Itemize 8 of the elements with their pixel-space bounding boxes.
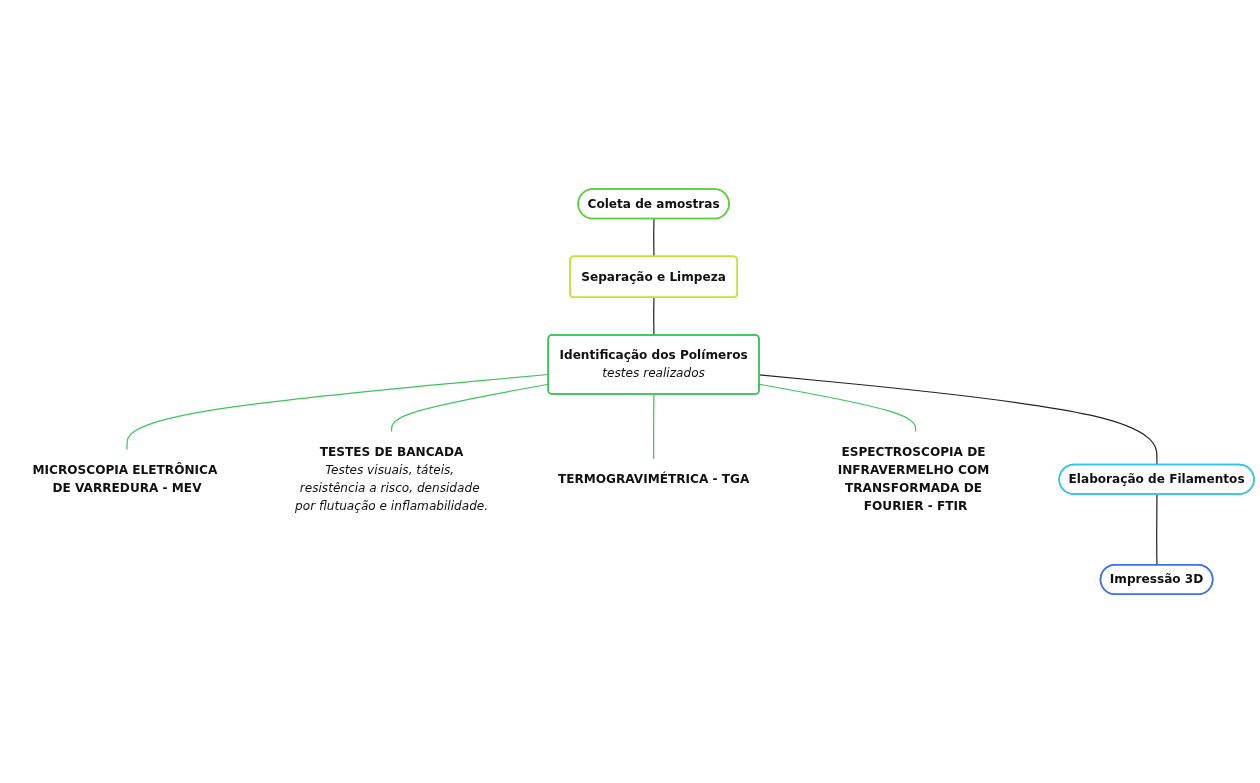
connector bbox=[653, 218, 655, 258]
node-text: MICROSCOPIA ELETRÔNICA DE VARREDURA - MEV bbox=[32, 462, 218, 496]
connector bbox=[653, 393, 655, 460]
connector bbox=[1156, 493, 1158, 566]
connector bbox=[653, 296, 655, 336]
node-text: TESTES DE BANCADA Testes visuais, táteis, resistência a risco, densidade por flutuação e inflamabilidade. bbox=[295, 444, 489, 514]
node-text: ESPECTROSCOPIA DE INFRAVERMELHO COM TRANSFORMADA DE FOURIER - FTIR bbox=[837, 444, 990, 514]
node-text: TERMOGRAVIMÉTRICA - TGA bbox=[557, 471, 750, 486]
